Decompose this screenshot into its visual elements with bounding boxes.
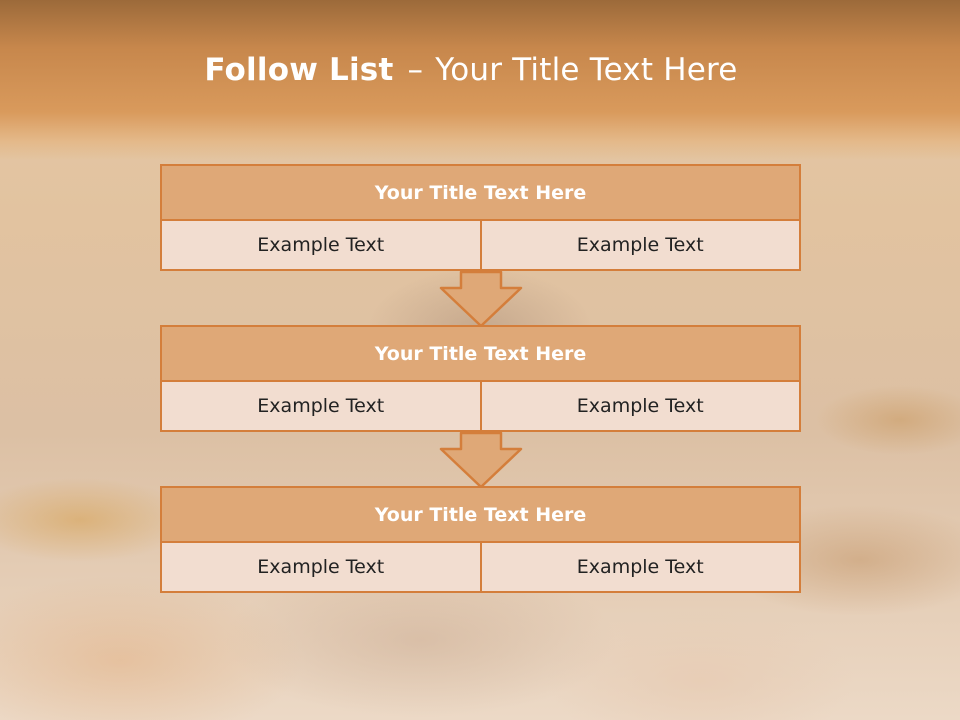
list-block-2: Your Title Text Here Example Text Exampl… [160,325,801,432]
down-arrow-icon [439,270,523,328]
block-cell-left: Example Text [162,221,480,269]
down-arrow-icon [439,431,523,489]
block-cell-left: Example Text [162,543,480,591]
block-cell-right: Example Text [479,382,799,430]
block-row: Example Text Example Text [160,382,801,432]
block-cell-right: Example Text [479,543,799,591]
list-block-3: Your Title Text Here Example Text Exampl… [160,486,801,593]
block-heading: Your Title Text Here [160,164,801,221]
block-heading: Your Title Text Here [160,486,801,543]
block-cell-left: Example Text [162,382,480,430]
list-block-1: Your Title Text Here Example Text Exampl… [160,164,801,271]
title-rest-part: Your Title Text Here [435,52,738,88]
title-bold-part: Follow List [204,52,394,88]
block-row: Example Text Example Text [160,543,801,593]
block-heading: Your Title Text Here [160,325,801,382]
slide-title: Follow List–Your Title Text Here [0,52,942,88]
block-row: Example Text Example Text [160,221,801,271]
header-band [0,0,960,160]
title-separator: – [407,52,424,88]
block-cell-right: Example Text [479,221,799,269]
